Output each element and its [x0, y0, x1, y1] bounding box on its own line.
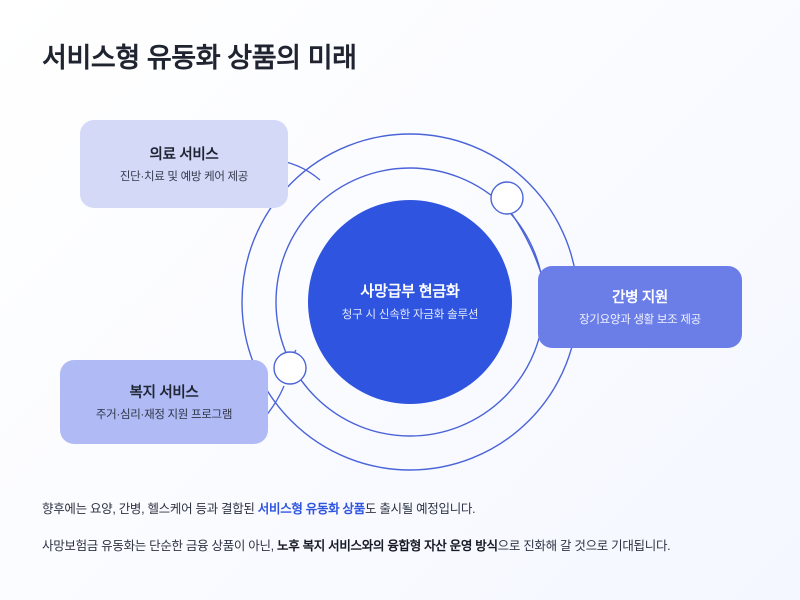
caption-1-after: 도 출시될 예정입니다. [364, 502, 476, 516]
caption-line-2: 사망보험금 유동화는 단순한 금융 상품이 아닌, 노후 복지 서비스와의 융합… [42, 537, 758, 556]
card-medical[interactable]: 의료 서비스 진단·치료 및 예방 케어 제공 [80, 120, 288, 208]
card-medical-subtitle: 진단·치료 및 예방 케어 제공 [119, 170, 249, 183]
orbit-diagram-svg [241, 133, 579, 471]
caption-2-before: 사망보험금 유동화는 단순한 금융 상품이 아닌, [42, 538, 278, 553]
card-welfare-subtitle: 주거·심리·재정 지원 프로그램 [95, 408, 233, 421]
caption-line-1: 향후에는 요양, 간병, 헬스케어 등과 결합된 서비스형 유동화 상품도 출시… [42, 500, 758, 519]
card-care-title: 간병 지원 [612, 289, 668, 306]
core-title: 사망급부 현금화 [360, 283, 460, 301]
card-care[interactable]: 간병 지원 장기요양과 생활 보조 제공 [538, 266, 742, 348]
node-lower-left[interactable] [273, 351, 307, 385]
core-circle[interactable]: 사망급부 현금화 청구 시 신속한 자금화 솔루션 [308, 200, 512, 404]
card-medical-title: 의료 서비스 [149, 146, 219, 163]
diagram-stage: 사망급부 현금화 청구 시 신속한 자금화 솔루션 의료 서비스 진단·치료 및… [0, 88, 800, 478]
node-upper-right[interactable] [490, 181, 524, 215]
caption-2-after: 으로 진화해 갈 것으로 기대됩니다. [497, 538, 671, 553]
card-welfare[interactable]: 복지 서비스 주거·심리·재정 지원 프로그램 [60, 360, 268, 444]
card-care-subtitle: 장기요양과 생활 보조 제공 [579, 313, 701, 326]
caption-1-highlight: 서비스형 유동화 상품 [257, 502, 365, 516]
captions-block: 향후에는 요양, 간병, 헬스케어 등과 결합된 서비스형 유동화 상품도 출시… [42, 500, 758, 556]
page-title: 서비스형 유동화 상품의 미래 [42, 43, 357, 73]
card-welfare-title: 복지 서비스 [129, 384, 199, 401]
connector-care [511, 213, 543, 277]
caption-2-highlight: 노후 복지 서비스와의 융합형 자산 운영 방식 [277, 538, 498, 553]
caption-1-before: 향후에는 요양, 간병, 헬스케어 등과 결합된 [42, 502, 258, 516]
core-subtitle: 청구 시 신속한 자금화 솔루션 [341, 309, 479, 322]
